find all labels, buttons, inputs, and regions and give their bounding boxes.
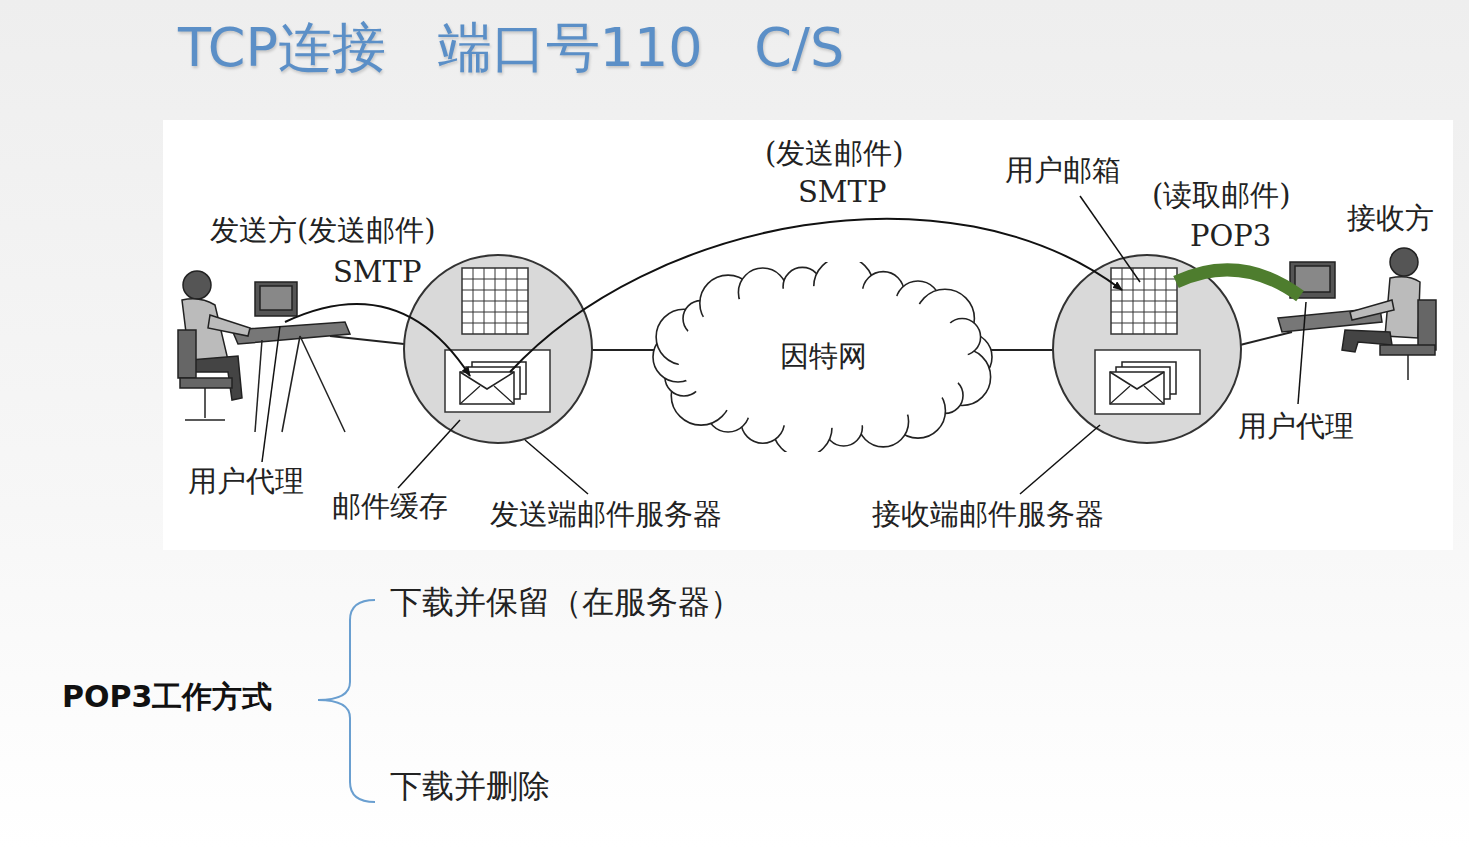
arc-caption: (读取邮件) (1152, 179, 1291, 212)
node-label: 因特网 (652, 337, 994, 377)
receiver-caption: 接收方 (1347, 202, 1434, 235)
panel (163, 120, 1453, 550)
part-name: 用户代理 (1238, 410, 1354, 443)
protocol-name: SMTP (333, 256, 421, 289)
bracket-item: 下载并删除 (390, 768, 550, 805)
smtp-arrow (285, 304, 470, 376)
protocol-name: POP3 (1190, 220, 1271, 253)
arc-caption: (发送邮件) (765, 137, 904, 170)
internet-cloud: 因特网 (652, 262, 994, 452)
sender-caption: 发送方(发送邮件) (210, 214, 436, 247)
part-name: 用户代理 (188, 465, 304, 498)
bracket-heading: POP3工作方式 (62, 680, 272, 715)
receiver-server (1053, 255, 1241, 443)
sender-server (404, 255, 592, 443)
part-name: 用户邮箱 (1005, 154, 1121, 187)
bracket (318, 600, 375, 802)
protocol-name: SMTP (798, 176, 886, 209)
part-name: 接收端邮件服务器 (872, 498, 1104, 531)
sender-figure (178, 271, 350, 432)
pop3-arrow (1176, 270, 1300, 296)
title: TCP连接 端口号110 C/S (178, 12, 844, 85)
bracket-item: 下载并保留（在服务器） (390, 584, 742, 621)
part-name: 发送端邮件服务器 (490, 498, 722, 531)
part-name: 邮件缓存 (332, 490, 448, 523)
